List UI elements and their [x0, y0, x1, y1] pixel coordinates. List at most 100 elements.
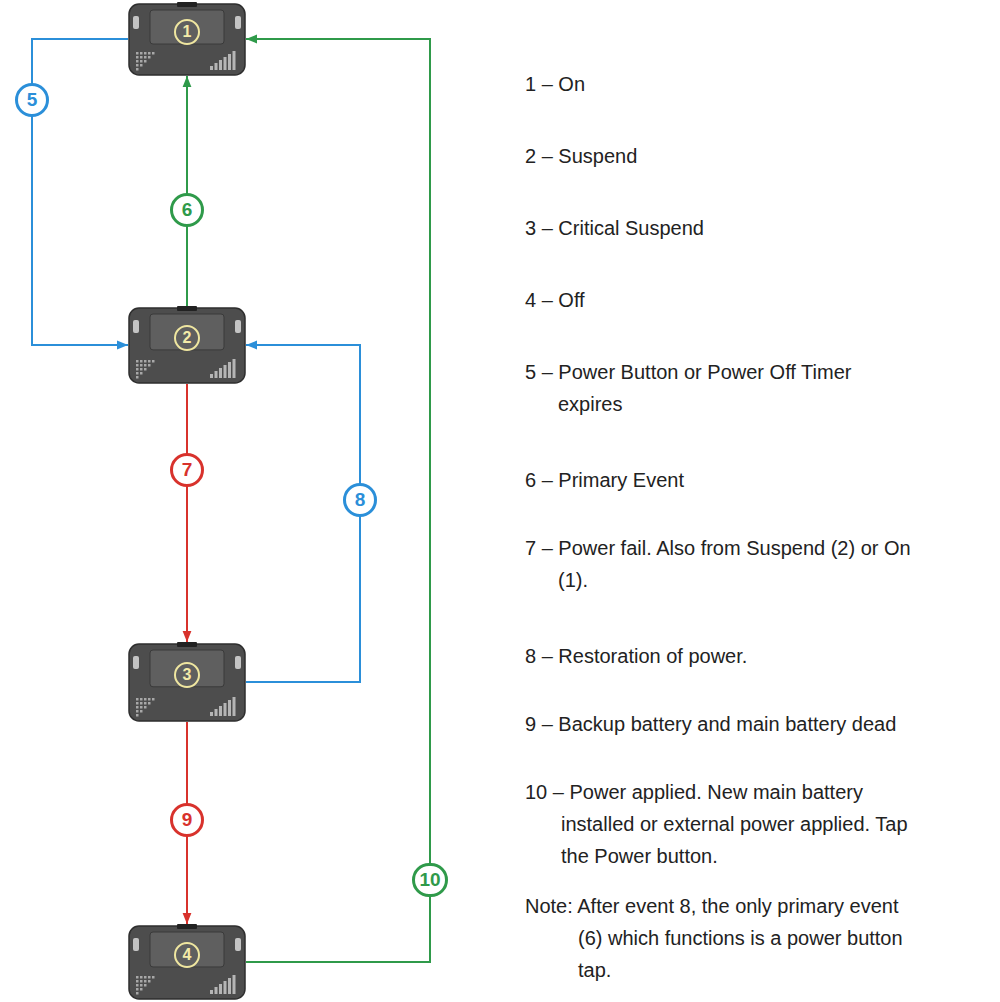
transition-arrow	[186, 76, 188, 306]
device-body	[129, 4, 245, 75]
state-number: 1	[174, 19, 200, 45]
keypad-dot	[148, 980, 151, 983]
signal-bar	[215, 371, 218, 378]
keypad-dot	[140, 52, 143, 55]
keypad-dot	[144, 60, 147, 63]
signal-bar	[233, 359, 236, 378]
transition-arrow	[246, 345, 360, 682]
keypad-dot	[144, 368, 147, 371]
keypad-dot	[136, 702, 139, 705]
side-button	[133, 320, 139, 333]
keypad-dot	[144, 698, 147, 701]
signal-bar	[233, 697, 236, 716]
state-number: 3	[174, 662, 200, 688]
keypad-dot	[148, 976, 151, 979]
keypad-dot	[140, 372, 143, 375]
device-body	[129, 926, 245, 999]
keypad-dot	[144, 702, 147, 705]
signal-bar	[224, 365, 227, 378]
keypad-dot	[140, 702, 143, 705]
keypad-dot	[152, 52, 155, 55]
event-number: 8	[343, 483, 377, 517]
keypad-dot	[136, 368, 139, 371]
side-button	[133, 16, 139, 29]
keypad-dot	[136, 60, 139, 63]
legend-item: 7 – Power fail. Also from Suspend (2) or…	[525, 532, 930, 596]
keypad-dot	[140, 706, 143, 709]
keypad-dot	[144, 360, 147, 363]
keypad-dot	[144, 364, 147, 367]
keypad-dot	[144, 984, 147, 987]
keypad-dot	[140, 980, 143, 983]
keypad-dot	[136, 988, 139, 991]
side-button	[235, 656, 241, 669]
legend-item: 4 – Off	[525, 284, 965, 316]
transition-arrow	[32, 39, 128, 345]
event-number: 10	[412, 863, 447, 897]
signal-bar	[219, 706, 222, 716]
keypad-dot	[140, 360, 143, 363]
signal-bar	[233, 975, 236, 994]
keypad-dot	[148, 56, 151, 59]
keypad-dot	[136, 698, 139, 701]
state-device: 2	[128, 306, 246, 384]
transition-arrow	[186, 384, 188, 642]
device-notch	[177, 306, 197, 311]
event-number: 5	[15, 83, 49, 117]
keypad-dot	[136, 52, 139, 55]
keypad-dot	[140, 368, 143, 371]
state-device: 3	[128, 642, 246, 722]
signal-bar	[210, 990, 213, 994]
keypad-dot	[148, 364, 151, 367]
device-notch	[177, 642, 197, 647]
side-button	[235, 320, 241, 333]
signal-bar	[228, 700, 231, 716]
state-device: 1	[128, 2, 246, 76]
keypad-dot	[140, 988, 143, 991]
keypad-dot	[148, 360, 151, 363]
keypad-dot	[136, 68, 139, 71]
state-device: 4	[128, 924, 246, 1000]
keypad-dot	[136, 984, 139, 987]
device-body	[129, 308, 245, 383]
side-button	[133, 656, 139, 669]
keypad-dot	[140, 698, 143, 701]
keypad-dot	[136, 992, 139, 995]
keypad-dot	[140, 64, 143, 67]
signal-bar	[228, 54, 231, 70]
signal-bar	[224, 57, 227, 70]
keypad-dot	[136, 372, 139, 375]
keypad-dot	[148, 52, 151, 55]
keypad-dot	[136, 56, 139, 59]
signal-bar	[219, 984, 222, 994]
keypad-dot	[144, 706, 147, 709]
note-text: Note: After event 8, the only primary ev…	[525, 890, 917, 986]
signal-bar	[228, 978, 231, 994]
state-number: 4	[174, 942, 200, 968]
device-screen	[150, 10, 224, 44]
event-number: 9	[170, 803, 204, 837]
keypad-dot	[140, 984, 143, 987]
signal-bar	[215, 709, 218, 716]
keypad-dot	[148, 702, 151, 705]
keypad-dot	[136, 360, 139, 363]
keypad-dot	[140, 60, 143, 63]
keypad-dot	[144, 52, 147, 55]
legend-item: 10 – Power applied. New main battery ins…	[525, 776, 925, 872]
keypad-dot	[136, 376, 139, 379]
legend-item: 3 – Critical Suspend	[525, 212, 965, 244]
signal-bar	[210, 712, 213, 716]
keypad-dot	[152, 360, 155, 363]
keypad-dot	[136, 710, 139, 713]
signal-bar	[210, 66, 213, 70]
signal-bar	[233, 51, 236, 70]
signal-bar	[219, 60, 222, 70]
keypad-dot	[152, 698, 155, 701]
keypad-dot	[136, 64, 139, 67]
keypad-dot	[140, 364, 143, 367]
legend-item: 6 – Primary Event	[525, 464, 965, 496]
side-button	[235, 938, 241, 951]
legend-item: 9 – Backup battery and main battery dead	[525, 708, 965, 740]
